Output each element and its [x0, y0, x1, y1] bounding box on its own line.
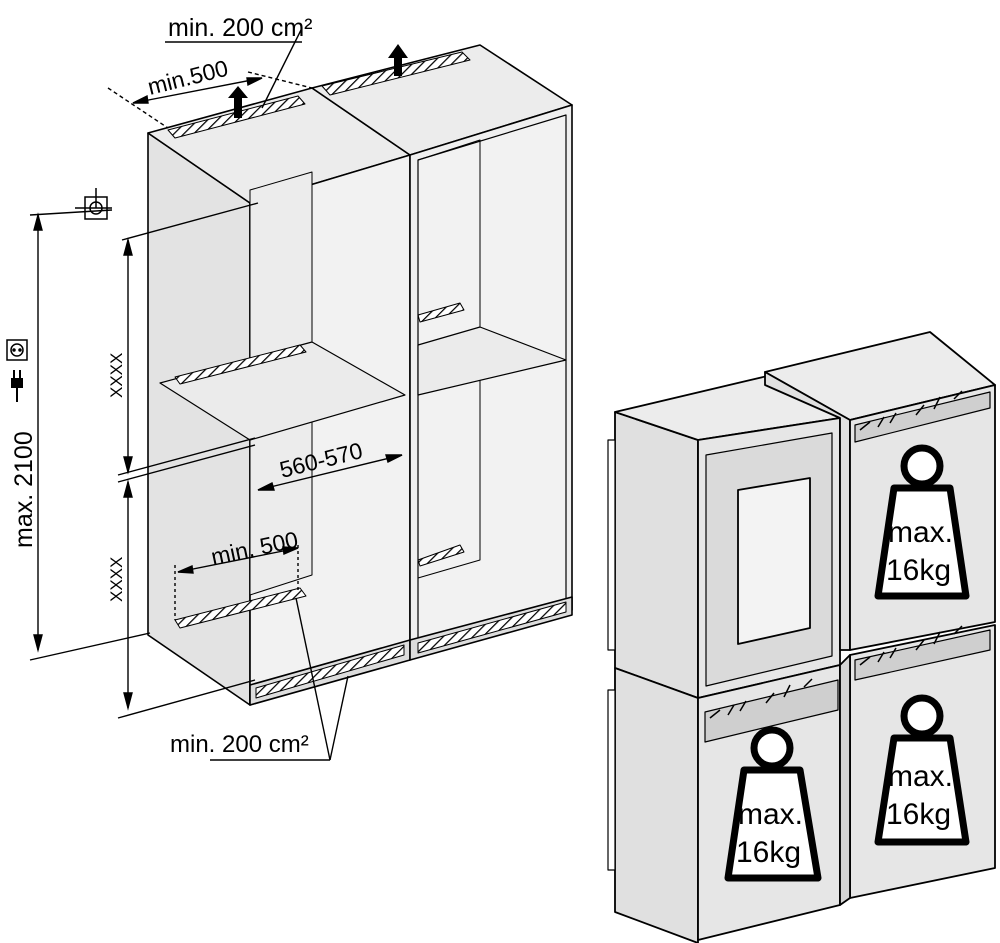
vent-top-label: min. 200 cm²	[168, 14, 312, 42]
load-limit-1-line2: 16kg	[886, 554, 951, 587]
niche-cabinets	[147, 44, 573, 706]
weight-icon: max. 16kg	[874, 694, 970, 846]
lower-niche-label: XXXX	[107, 557, 126, 602]
top-right-interior	[854, 391, 991, 443]
vent-strip-plinth-left	[255, 644, 405, 699]
ceiling-outlet-icon	[75, 188, 112, 220]
vent-bottom-label: min. 200 cm²	[170, 731, 309, 758]
load-limit-3-line2: 16kg	[736, 836, 801, 869]
load-limit-3-line1: max.	[738, 798, 803, 831]
vent-strip-shelf-left	[174, 344, 307, 385]
ventilation-arrow-icon	[388, 44, 408, 76]
drawer-rail-details	[709, 390, 963, 719]
bottom-right-interior	[854, 629, 991, 681]
load-limit-1-line1: max.	[888, 516, 953, 549]
bottom-left-interior	[704, 679, 839, 743]
vent-strip-bottom-right	[417, 544, 465, 567]
vent-strip-plinth-right	[417, 601, 567, 654]
ventilation-arrow-icon	[228, 86, 248, 118]
right-cabinet-shelf	[417, 326, 567, 396]
wine-cabinet-side	[614, 411, 699, 699]
wine-cabinet-glass	[737, 477, 811, 645]
max-height-label: max. 2100	[10, 431, 38, 548]
vent-strip-shelf-right	[417, 302, 465, 323]
load-limit-2-line1: max.	[888, 760, 953, 793]
upper-niche-label: XXXX	[107, 353, 126, 398]
dimension-lines	[29, 27, 403, 761]
bottom-left-side	[614, 667, 699, 943]
bottom-right-side	[839, 654, 851, 906]
wall-socket-icon	[6, 339, 28, 361]
vent-strip-bottom-left	[174, 587, 307, 629]
load-limit-2-line2: 16kg	[886, 798, 951, 831]
weight-icon: max. 16kg	[724, 726, 822, 882]
power-plug-icon	[11, 370, 23, 402]
weight-icon: max. 16kg	[874, 444, 970, 600]
